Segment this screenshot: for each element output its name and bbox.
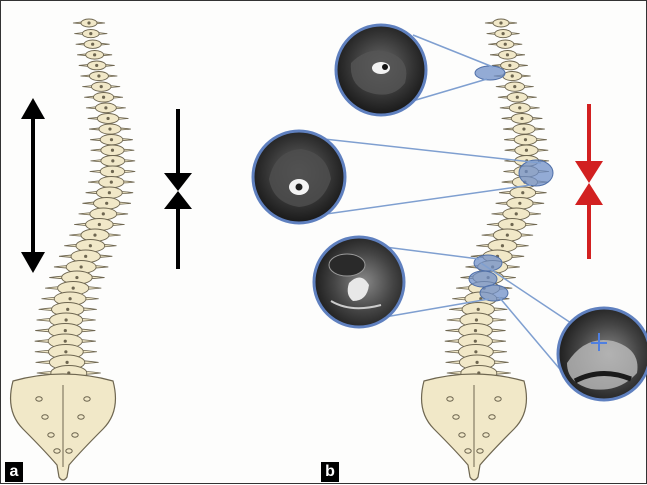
spinous-process	[508, 64, 511, 67]
spinous-process	[108, 127, 111, 130]
spinous-process	[84, 255, 87, 258]
spinous-process	[475, 361, 478, 364]
spinous-process	[475, 318, 478, 321]
spinous-process	[89, 244, 92, 247]
spinous-process	[516, 96, 519, 99]
spinous-process	[515, 212, 518, 215]
spinous-process	[89, 32, 92, 35]
length-arrow-icon	[21, 98, 45, 273]
spinous-process	[108, 191, 111, 194]
spinous-process	[104, 106, 107, 109]
sacrum-b	[422, 374, 527, 480]
spinous-process	[65, 361, 68, 364]
spinous-process	[522, 127, 525, 130]
spinous-process	[504, 43, 507, 46]
spine-a	[35, 19, 136, 381]
spinous-process	[111, 170, 114, 173]
spinous-process	[111, 159, 114, 162]
mri-inset-upper-icon	[336, 25, 426, 115]
highlight-lumbar-3	[480, 285, 508, 301]
spinous-process	[518, 106, 521, 109]
spinous-process	[110, 138, 113, 141]
spinous-process	[474, 329, 477, 332]
mri-inset-lower-left-icon	[314, 237, 404, 327]
spinous-process	[102, 96, 105, 99]
spinous-process	[520, 117, 523, 120]
spinous-process	[97, 74, 100, 77]
panel-label-a: a	[5, 462, 23, 482]
mri-inset-middle-icon	[253, 131, 345, 223]
spinous-process	[93, 53, 96, 56]
sacrum-a	[11, 374, 116, 480]
spinous-process	[66, 308, 69, 311]
highlight-lumbar-1	[474, 255, 502, 271]
spinous-process	[95, 64, 98, 67]
spinous-process	[502, 32, 505, 35]
spinous-process	[64, 340, 67, 343]
spinous-process	[506, 234, 509, 237]
highlight-mid-thoracic	[519, 160, 553, 186]
spinous-process	[111, 149, 114, 152]
spinous-process	[98, 223, 101, 226]
spinous-process	[102, 212, 105, 215]
spinous-process	[75, 276, 78, 279]
spinous-process	[474, 340, 477, 343]
compression-arrow-icon	[164, 109, 192, 269]
spinous-process	[513, 85, 516, 88]
spinous-process	[521, 191, 524, 194]
spinous-process	[64, 350, 67, 353]
spinous-process	[511, 74, 514, 77]
spinous-process	[501, 244, 504, 247]
spinous-process	[499, 21, 502, 24]
spinous-process	[87, 21, 90, 24]
spinous-process	[91, 43, 94, 46]
spinous-process	[64, 329, 67, 332]
spinous-process	[510, 223, 513, 226]
spinous-process	[525, 149, 528, 152]
panel-label-b: b	[321, 462, 339, 482]
spinous-process	[80, 265, 83, 268]
spinous-process	[518, 202, 521, 205]
spinous-process	[506, 53, 509, 56]
spinous-process	[93, 234, 96, 237]
spinous-process	[477, 308, 480, 311]
spinous-process	[72, 287, 75, 290]
spinous-process	[105, 202, 108, 205]
spinous-process	[100, 85, 103, 88]
mri-inset-lower-right-icon	[558, 308, 647, 400]
spinous-process	[110, 180, 113, 183]
red-compression-arrow-icon	[575, 104, 603, 259]
spinous-process	[524, 138, 527, 141]
spinous-process	[474, 350, 477, 353]
spinous-process	[65, 318, 68, 321]
highlight-upper-thoracic	[475, 66, 505, 80]
spinous-process	[106, 117, 109, 120]
spinous-process	[68, 297, 71, 300]
